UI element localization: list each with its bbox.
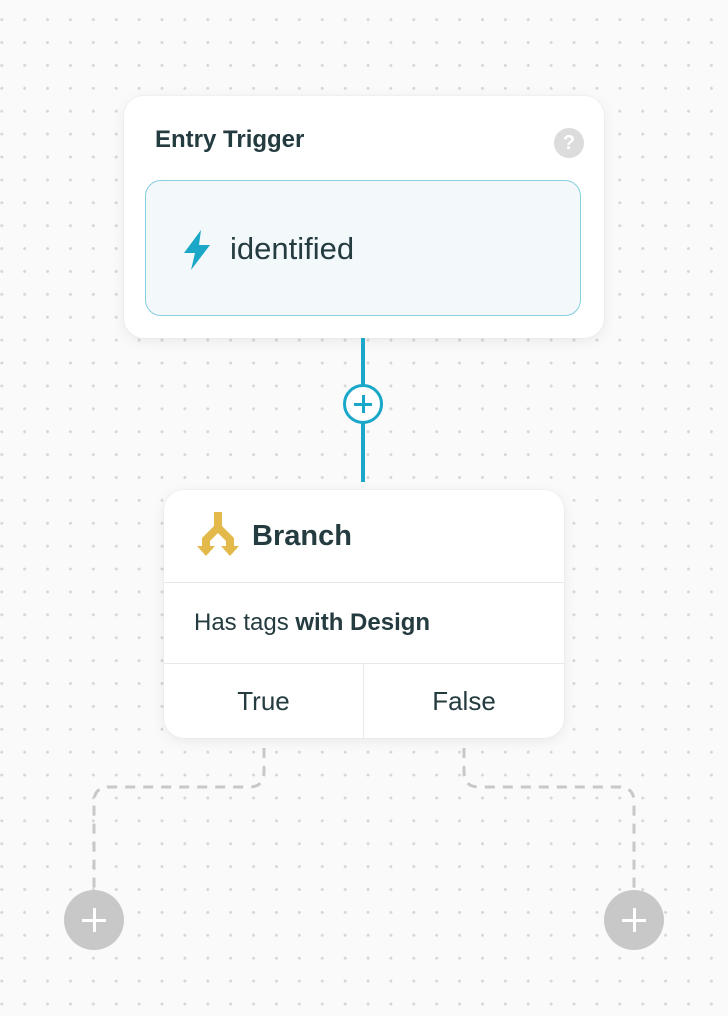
plus-circle-icon[interactable] <box>343 384 383 424</box>
false-branch-label[interactable]: False <box>432 685 496 716</box>
true-branch-label[interactable]: True <box>164 664 364 738</box>
branch-split-icon <box>197 512 239 556</box>
entry-trigger-title: Entry Trigger <box>155 126 305 153</box>
branch-condition[interactable]: Has tags with Design <box>164 582 564 664</box>
entry-trigger-card[interactable]: Entry Trigger ? identified <box>124 96 604 338</box>
condition-text: Has tags with Design <box>194 609 430 637</box>
trigger-event-label: identified <box>230 231 355 266</box>
false-path <box>462 748 636 890</box>
trigger-event-box[interactable]: identified <box>145 180 581 316</box>
true-path <box>92 748 266 890</box>
help-glyph: ? <box>562 131 576 154</box>
add-false-step-icon[interactable] <box>604 890 664 950</box>
condition-value: with Design <box>295 609 431 636</box>
branch-title: Branch <box>252 520 352 552</box>
condition-prefix: Has tags <box>194 609 289 636</box>
add-true-step-icon[interactable] <box>64 890 124 950</box>
branch-header: Branch <box>164 490 564 583</box>
branch-card[interactable]: Branch Has tags with Design True False <box>164 490 564 738</box>
help-icon[interactable]: ? <box>554 128 584 158</box>
lightning-bolt-icon <box>184 230 210 270</box>
